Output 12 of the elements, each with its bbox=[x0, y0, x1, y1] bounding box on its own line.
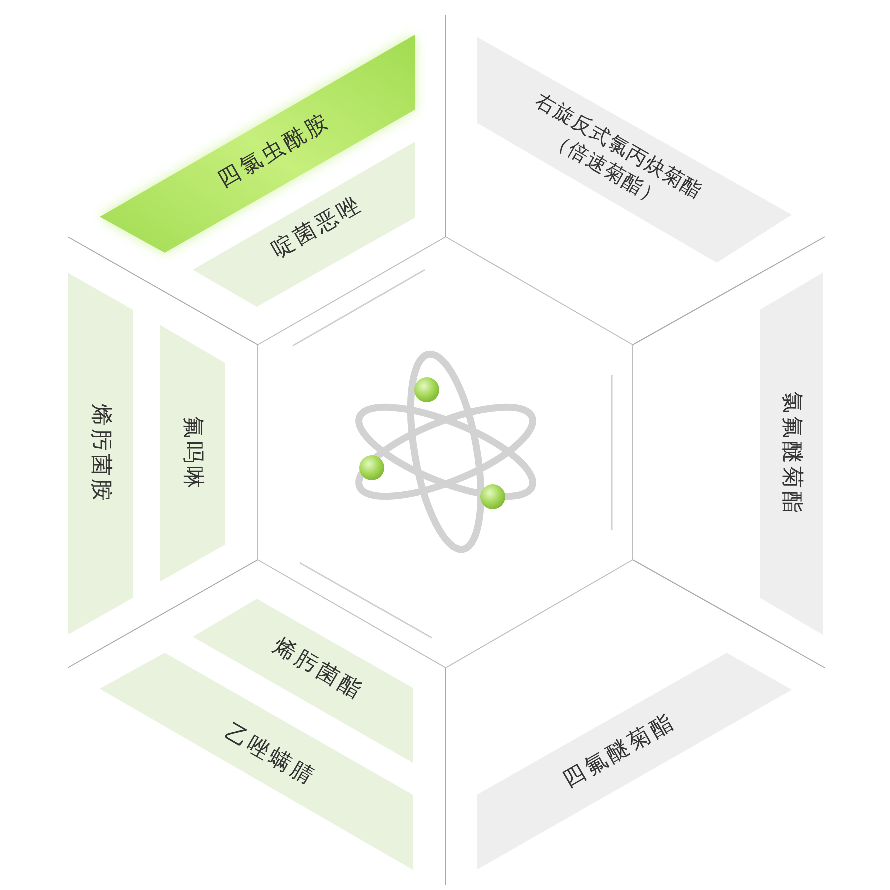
band-label: 烯肟菌胺 bbox=[87, 404, 114, 504]
sector-band bbox=[477, 653, 792, 870]
sector-band bbox=[477, 37, 792, 263]
sector-band bbox=[760, 273, 823, 635]
band-label: 氟吗啉 bbox=[179, 416, 206, 492]
sector-band bbox=[68, 273, 133, 635]
band-label: 氯氟醚菊酯 bbox=[778, 392, 806, 516]
sector-band bbox=[160, 325, 225, 582]
band-label: 烯肟菌酯 bbox=[268, 632, 368, 708]
band-label: 四氟醚菊酯 bbox=[558, 708, 681, 796]
band-label: 乙唑螨腈 bbox=[220, 718, 320, 794]
band-label: 右旋反式氯丙炔菊酯（倍速菊酯） bbox=[530, 87, 708, 212]
